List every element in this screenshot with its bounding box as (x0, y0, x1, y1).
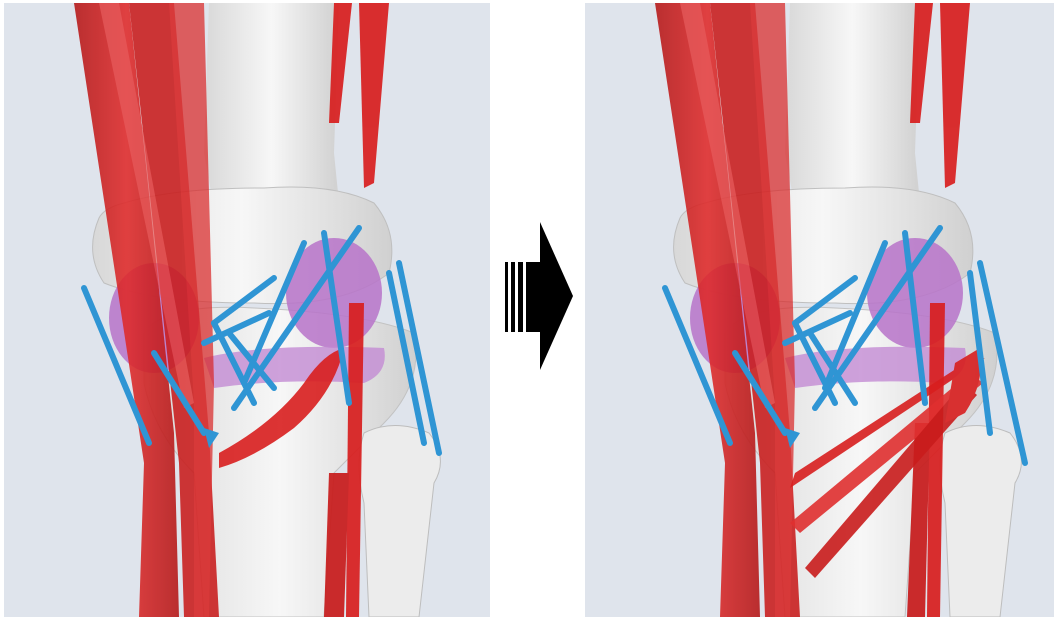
knee-model-before-panel (4, 3, 490, 617)
fibula (359, 426, 440, 618)
knee-model-after (585, 3, 1054, 617)
knee-model-before (4, 3, 490, 617)
arrow-container (505, 222, 573, 370)
right-arrow-icon (505, 222, 573, 370)
knee-model-after-panel (585, 3, 1054, 617)
femur-shaft (785, 3, 920, 208)
femur-shaft (204, 3, 339, 208)
fibula (940, 426, 1021, 618)
